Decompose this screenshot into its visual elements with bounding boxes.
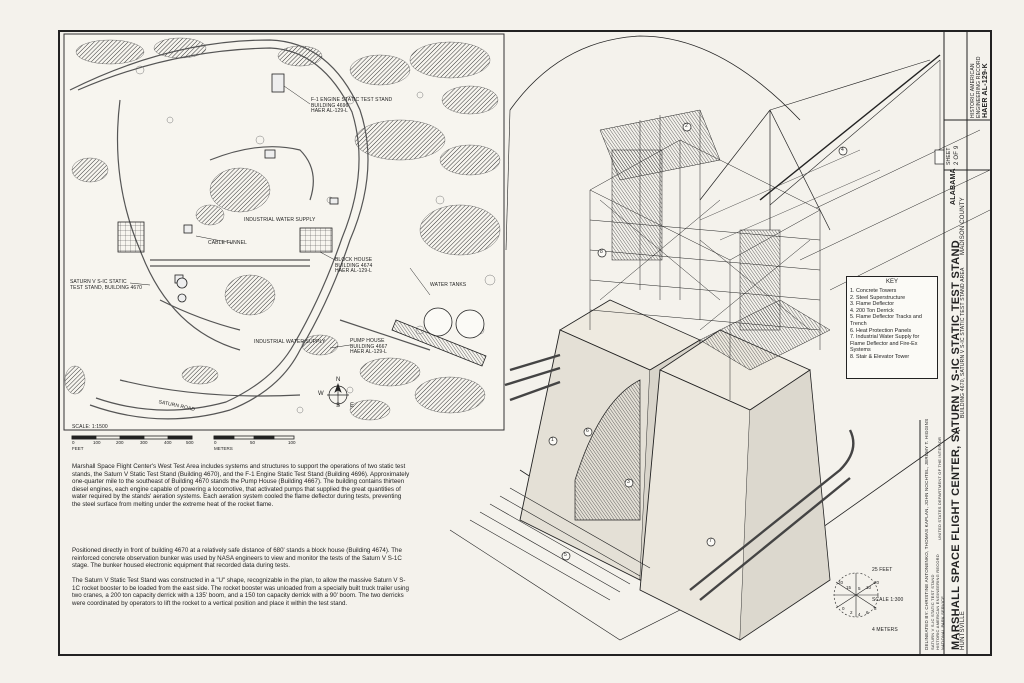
city-label: HUNTSVILLE (960, 610, 966, 650)
callout-number: 2 (685, 123, 688, 129)
key-title: KEY (885, 279, 898, 285)
scale-m-100: 100 (288, 440, 296, 445)
key-item: 1. Concrete Towers (850, 288, 897, 294)
scale-feet-500: 500 (186, 440, 194, 445)
scale-m-50: 50 (250, 440, 256, 445)
label-f1-engine-stand: F-1 ENGINE STATIC TEST STAND BUILDING 46… (311, 97, 393, 115)
key-item: 4. 200 Ton Derrick (850, 307, 894, 314)
state-label: ALABAMA (950, 168, 957, 205)
map-scale-bars (71, 435, 295, 440)
key-item: 8. Stair & Elevator Tower (850, 353, 910, 360)
small-scale-num: 6 (866, 610, 869, 615)
description-paragraph-1: Marshall Space Flight Center's West Test… (72, 463, 410, 508)
compass-n: N (336, 377, 341, 383)
haer-number: HAER AL-129-K (982, 63, 989, 118)
small-scale-num: 20 (874, 580, 880, 585)
callout-number: 7 (709, 538, 712, 544)
key-item: 5. Flame Deflector Tracks and Trench (850, 314, 922, 327)
key-item: 2. Steel Superstructure (850, 294, 906, 301)
callout-circles (548, 122, 848, 561)
scale-feet-200: 200 (116, 440, 124, 445)
sheet-label: SHEET (946, 147, 952, 165)
key-item: 3. Flame Deflector (850, 301, 895, 308)
agency-line: UNITED STATES DEPARTMENT OF THE INTERIOR (937, 436, 942, 540)
label-cable-tunnel: CABLE TUNNEL (208, 240, 247, 246)
site-map (63, 33, 505, 440)
key-list: 1. Concrete Towers 2. Steel Superstructu… (850, 288, 934, 361)
map-buildings (117, 73, 339, 303)
water-pipes (504, 353, 855, 601)
small-scale-num: 4 (858, 612, 861, 617)
label-saturn-v-stand: SATURN V S-IC STATIC TEST STAND, BUILDIN… (70, 279, 143, 291)
small-scale-num: 10 (866, 585, 872, 590)
scale-meters-unit: METERS (214, 446, 233, 451)
label-pump-house: PUMP HOUSE BUILDING 4667 HAER AL-129-L (350, 338, 388, 356)
small-scale-meters-label: 4 METERS (872, 627, 898, 633)
small-scale-num: 5 (858, 586, 861, 591)
description-paragraph-3: The Saturn V Static Test Stand was const… (72, 577, 409, 607)
callout-number: 6 (586, 428, 589, 434)
derrick-crane (699, 54, 945, 241)
label-block-house: BLOCK HOUSE BUILDING 4674 HAER AL-129-L (335, 257, 373, 275)
compass-w: W (318, 391, 324, 397)
small-scale-graphic (833, 572, 879, 618)
callout-number: 5 (564, 552, 567, 558)
callout-number: 3 (627, 479, 630, 485)
key-item: 6. Heat Protection Panels (850, 327, 912, 334)
key-item: 7. Industrial Water Supply for Flame Def… (850, 334, 920, 354)
scale-feet-unit: FEET (72, 446, 84, 451)
small-scale-num: 2 (850, 610, 853, 615)
flame-deflector-tracks (469, 487, 651, 601)
description-paragraph-2: Positioned directly in front of building… (72, 547, 402, 570)
small-scale-num: 15 (846, 585, 852, 590)
small-scale-num: 20 (838, 580, 844, 585)
callout-number: 1 (551, 437, 554, 443)
small-scale-num: 0 (842, 606, 845, 611)
water-tanks-drawing (391, 307, 487, 367)
callout-number: 4 (841, 147, 844, 153)
key-legend: KEY 1. Concrete Towers 2. Steel Superstr… (846, 276, 938, 379)
callout-number: 8 (600, 249, 603, 255)
scale-feet-400: 400 (164, 440, 172, 445)
compass-s: S (336, 403, 341, 409)
delineator: DELINEATED BY: CHRISTINE ANTONENKO, THOM… (924, 418, 929, 650)
small-scale-label: SCALE 1:300 (872, 597, 904, 603)
title-block-lines (919, 32, 990, 654)
compass-rose (327, 383, 349, 406)
label-industrial-water-supply-2: INDUSTRIAL WATER SUPPLY (254, 339, 326, 345)
label-water-tanks: WATER TANKS (430, 282, 467, 288)
compass-e: E (350, 403, 355, 409)
county-label: MADISON COUNTY (960, 197, 966, 255)
sheet-number: 2 OF 9 (954, 145, 960, 165)
scale-feet-300: 300 (140, 440, 148, 445)
scale-m-0: 0 (214, 440, 217, 445)
label-industrial-water-supply: INDUSTRIAL WATER SUPPLY (244, 217, 316, 223)
test-stand-isometric (449, 35, 991, 641)
leader-lines (129, 85, 431, 349)
small-scale-num: 8 (874, 606, 877, 611)
map-scale-label: SCALE: 1:1500 (72, 424, 108, 430)
scale-feet-0: 0 (72, 440, 75, 445)
sub-title: BUILDING 4670, SATURN V S-IC STATIC TEST… (960, 267, 966, 418)
agency-line: NATIONAL PARK SERVICE (940, 595, 945, 650)
survey-name: HISTORIC AMERICAN ENGINEERING RECORD (970, 56, 982, 118)
sheet-border (58, 30, 992, 656)
scale-feet-100: 100 (93, 440, 101, 445)
small-scale-feet-label: 25 FEET (872, 567, 893, 573)
